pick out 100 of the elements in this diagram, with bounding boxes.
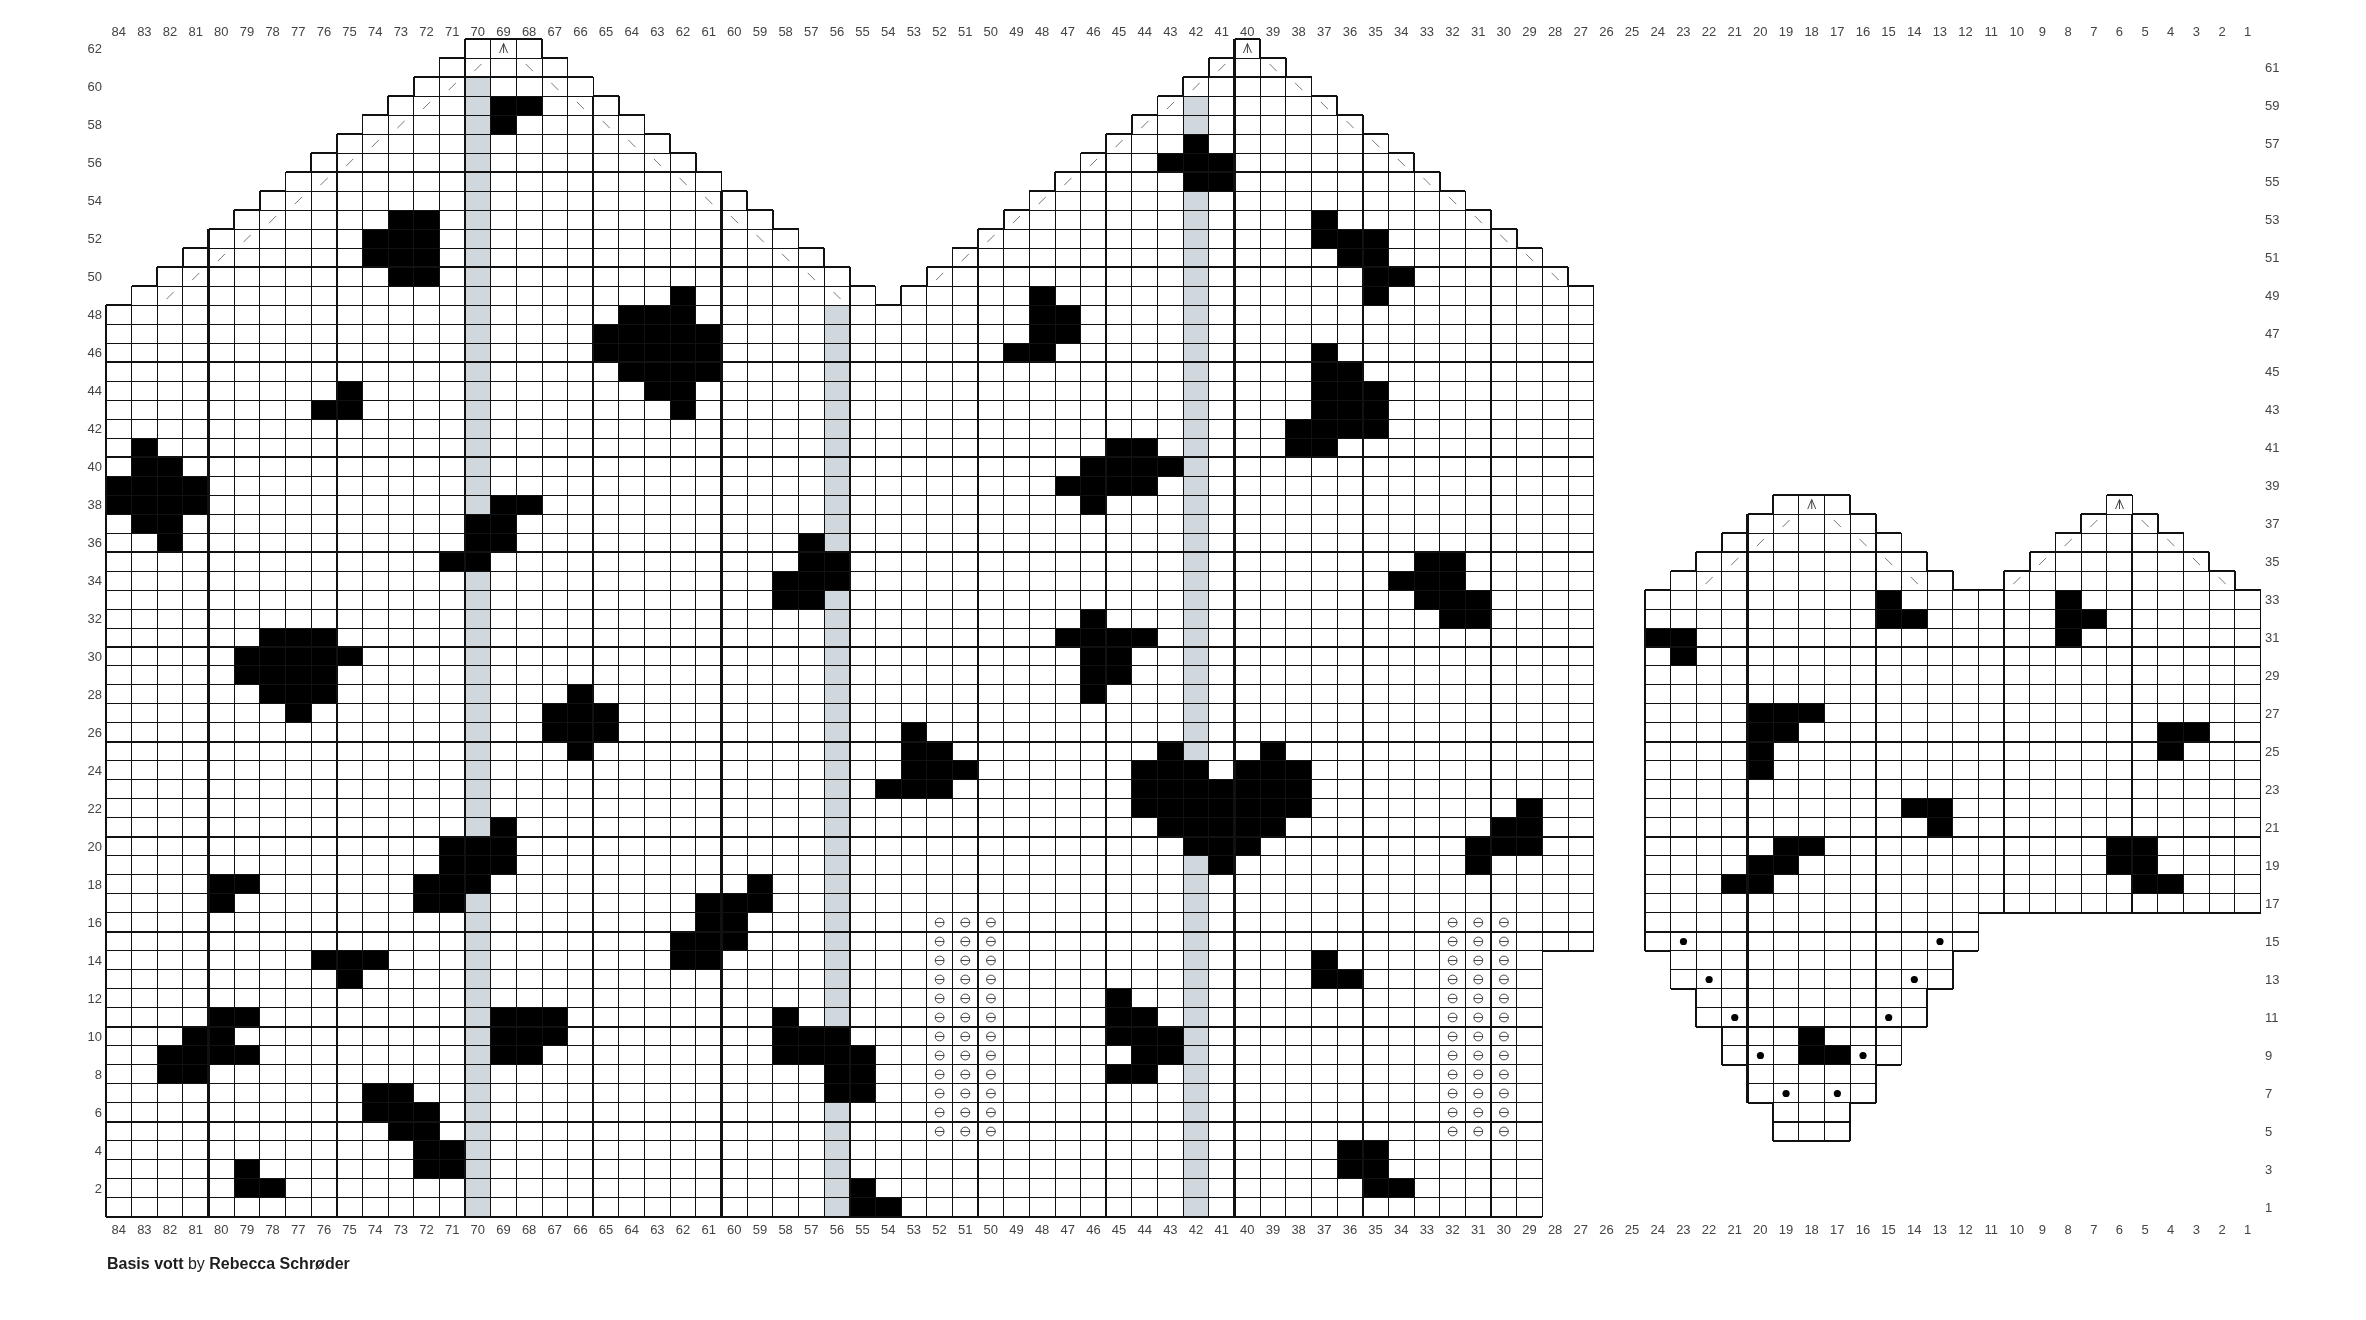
column-number: 62 (675, 1221, 691, 1237)
row-number: 15 (2265, 933, 2280, 949)
row-number: 27 (2265, 705, 2280, 721)
column-number: 83 (137, 1221, 152, 1237)
column-number: 14 (1907, 1221, 1922, 1237)
row-number: 39 (2265, 477, 2280, 493)
column-number: 38 (1291, 1221, 1306, 1237)
column-number: 14 (1907, 23, 1922, 39)
column-number: 81 (188, 1221, 203, 1237)
column-number: 77 (291, 1221, 306, 1237)
column-number: 58 (778, 1221, 793, 1237)
column-number: 15 (1881, 23, 1896, 39)
column-number: 68 (521, 23, 537, 39)
column-number: 23 (1676, 1221, 1691, 1237)
column-number: 82 (162, 23, 178, 39)
column-number: 65 (598, 1221, 614, 1237)
column-number: 10 (2009, 1221, 2025, 1237)
column-number: 27 (1573, 1221, 1588, 1237)
column-number: 40 (1240, 23, 1255, 39)
column-number: 40 (1240, 1221, 1255, 1237)
column-number: 71 (444, 23, 460, 39)
column-number: 59 (752, 1221, 768, 1237)
row-number: 41 (2265, 439, 2280, 455)
column-number: 53 (906, 23, 922, 39)
column-number: 19 (1778, 1221, 1794, 1237)
column-number: 33 (1419, 1221, 1435, 1237)
column-number: 66 (573, 1221, 588, 1237)
column-number: 54 (881, 1221, 896, 1237)
row-number: 12 (87, 990, 102, 1006)
column-number: 70 (470, 23, 486, 39)
column-number: 80 (214, 23, 229, 39)
column-number: 47 (1060, 1221, 1075, 1237)
column-number: 1 (2244, 1221, 2252, 1237)
column-number: 16 (1855, 1221, 1871, 1237)
column-number: 36 (1342, 1221, 1358, 1237)
column-number: 64 (624, 1221, 639, 1237)
row-number: 43 (2265, 401, 2280, 417)
row-number: 47 (2265, 325, 2280, 341)
row-number: 57 (2265, 135, 2280, 151)
row-number: 40 (87, 458, 102, 474)
column-number: 36 (1342, 23, 1358, 39)
row-number: 25 (2265, 743, 2280, 759)
row-number: 1 (2265, 1199, 2273, 1215)
row-number: 26 (87, 724, 102, 740)
column-number: 55 (855, 1221, 870, 1237)
column-number: 26 (1599, 1221, 1614, 1237)
column-number: 47 (1060, 23, 1075, 39)
column-number: 43 (1163, 1221, 1178, 1237)
column-number: 37 (1317, 23, 1332, 39)
column-number: 41 (1214, 1221, 1229, 1237)
column-number: 29 (1522, 23, 1537, 39)
row-number: 16 (87, 914, 102, 930)
row-number: 8 (94, 1066, 102, 1082)
row-number: 60 (87, 78, 102, 94)
row-number: 30 (87, 648, 102, 664)
column-number: 53 (906, 1221, 922, 1237)
column-number: 78 (265, 23, 280, 39)
column-number: 3 (2192, 23, 2200, 39)
column-number: 16 (1855, 23, 1871, 39)
row-number: 54 (87, 192, 102, 208)
row-number: 7 (2265, 1085, 2273, 1101)
column-number: 83 (137, 23, 152, 39)
column-number: 30 (1496, 1221, 1512, 1237)
row-number: 53 (2265, 211, 2280, 227)
column-number: 72 (419, 1221, 434, 1237)
column-number: 50 (983, 23, 999, 39)
column-number: 19 (1778, 23, 1794, 39)
column-number: 22 (1701, 1221, 1717, 1237)
row-number: 20 (87, 838, 102, 854)
column-number: 61 (701, 1221, 716, 1237)
column-number: 9 (2038, 1221, 2047, 1237)
column-number: 44 (1137, 23, 1152, 39)
row-number: 23 (2265, 781, 2280, 797)
row-number: 4 (94, 1142, 102, 1158)
row-number: 22 (87, 800, 102, 816)
column-number: 30 (1496, 23, 1512, 39)
row-number: 44 (87, 382, 102, 398)
row-number: 37 (2265, 515, 2280, 531)
column-number: 37 (1317, 1221, 1332, 1237)
column-number: 6 (2115, 1221, 2123, 1237)
row-number: 24 (87, 762, 102, 778)
column-number: 5 (2141, 1221, 2149, 1237)
column-number: 38 (1291, 23, 1306, 39)
column-number: 4 (2167, 1221, 2175, 1237)
column-number: 25 (1624, 1221, 1640, 1237)
column-number: 2 (2218, 1221, 2226, 1237)
column-number: 11 (1984, 23, 1998, 39)
column-number: 35 (1368, 1221, 1383, 1237)
row-number: 13 (2265, 971, 2280, 987)
column-number: 33 (1419, 23, 1435, 39)
column-number: 69 (496, 1221, 511, 1237)
column-number: 28 (1547, 23, 1563, 39)
column-number: 74 (368, 23, 383, 39)
column-number: 82 (162, 1221, 178, 1237)
column-number: 27 (1573, 23, 1588, 39)
row-number: 49 (2265, 287, 2280, 303)
column-number: 77 (291, 23, 306, 39)
column-number: 54 (881, 23, 896, 39)
column-number: 22 (1701, 23, 1717, 39)
column-number: 11 (1984, 1221, 1998, 1237)
